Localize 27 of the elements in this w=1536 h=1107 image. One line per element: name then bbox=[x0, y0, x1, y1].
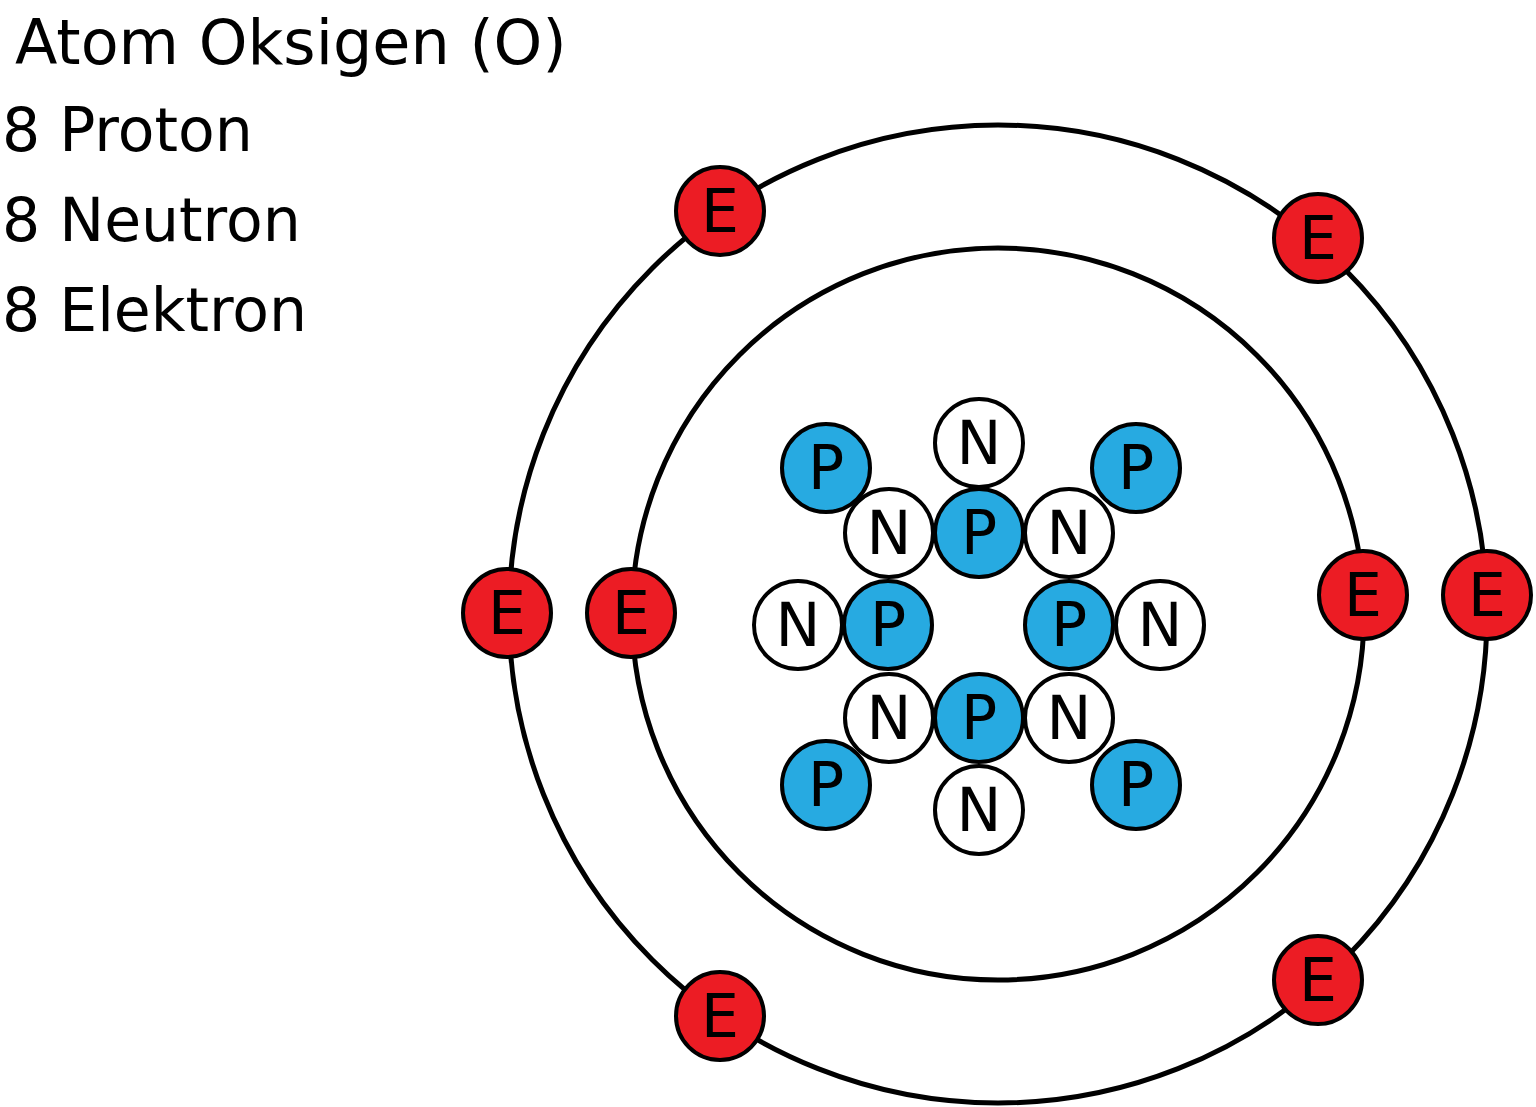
electron-circle: E bbox=[674, 165, 766, 257]
count-label: 8 Elektron bbox=[2, 280, 308, 340]
neutron-circle: N bbox=[843, 487, 935, 579]
electron-circle: E bbox=[585, 567, 677, 659]
proton-circle: P bbox=[1023, 579, 1115, 671]
electron-circle: E bbox=[461, 567, 553, 659]
neutron-circle: N bbox=[752, 579, 844, 671]
neutron-circle: N bbox=[1114, 579, 1206, 671]
neutron-circle: N bbox=[1023, 487, 1115, 579]
electron-circle: E bbox=[1272, 192, 1364, 284]
proton-circle: P bbox=[933, 672, 1025, 764]
proton-circle: P bbox=[842, 579, 934, 671]
neutron-circle: N bbox=[933, 764, 1025, 856]
proton-circle: P bbox=[933, 487, 1025, 579]
electron-circle: E bbox=[1272, 934, 1364, 1026]
count-label: 8 Proton bbox=[2, 100, 253, 160]
electron-circle: E bbox=[674, 970, 766, 1062]
electron-circle: E bbox=[1441, 549, 1533, 641]
proton-circle: P bbox=[1090, 422, 1182, 514]
neutron-circle: N bbox=[843, 672, 935, 764]
electron-circle: E bbox=[1317, 549, 1409, 641]
proton-circle: P bbox=[780, 739, 872, 831]
count-label: 8 Neutron bbox=[2, 190, 301, 250]
proton-circle: P bbox=[780, 422, 872, 514]
neutron-circle: N bbox=[933, 397, 1025, 489]
neutron-circle: N bbox=[1023, 672, 1115, 764]
proton-circle: P bbox=[1090, 739, 1182, 831]
